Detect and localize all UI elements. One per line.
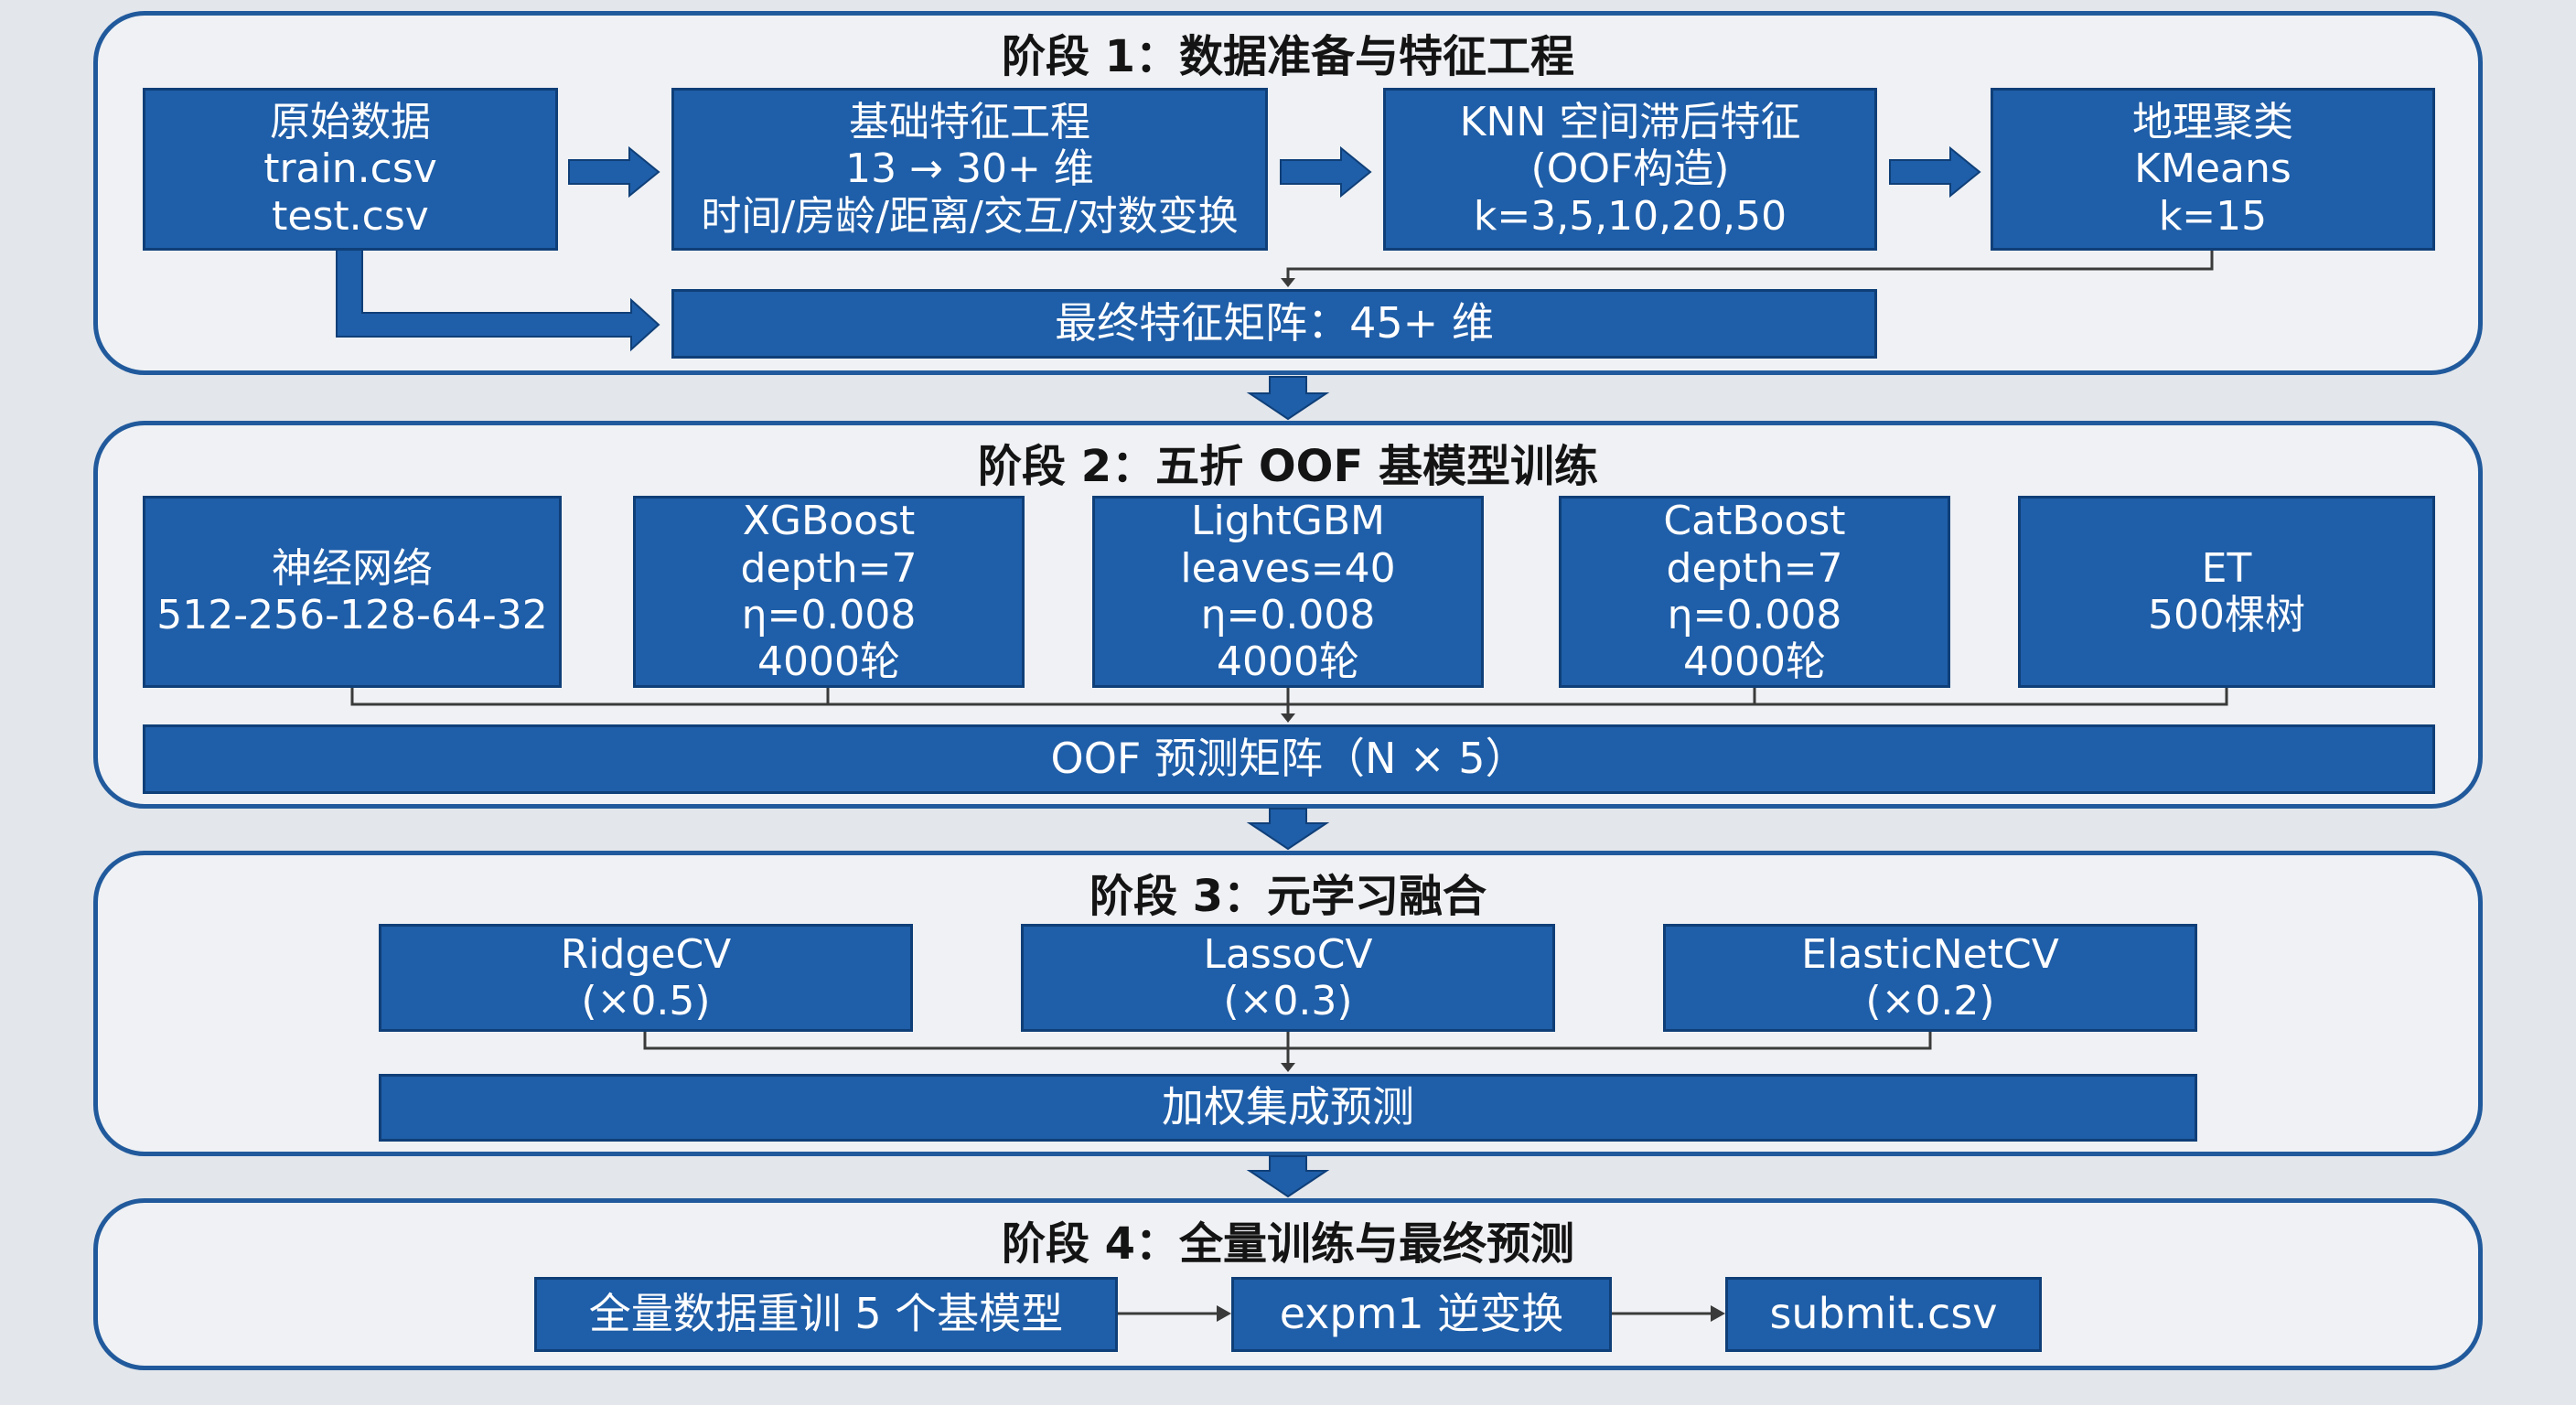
extra-trees-box: ET 500棵树: [2018, 496, 2435, 688]
knn-features-box: KNN 空间滞后特征 (OOF构造) k=3,5,10,20,50: [1383, 88, 1877, 251]
expm1-box: expm1 逆变换: [1231, 1277, 1612, 1352]
arrow-right-icon: [1889, 145, 1981, 198]
submit-csv-box: submit.csv: [1725, 1277, 2042, 1352]
stage2-title: 阶段 2：五折 OOF 基模型训练: [978, 441, 1598, 492]
arrow-bent-icon: [336, 248, 660, 352]
xgboost-box: XGBoost depth=7 η=0.008 4000轮: [633, 496, 1025, 688]
oof-matrix-bar: OOF 预测矩阵（N × 5）: [143, 724, 2435, 794]
arrow-right-icon: [1711, 1305, 1725, 1322]
arrow-down-icon: [1246, 1155, 1330, 1198]
stage4-title: 阶段 4：全量训练与最终预测: [1001, 1218, 1575, 1270]
stage1-title: 阶段 1：数据准备与特征工程: [1001, 31, 1575, 82]
catboost-box: CatBoost depth=7 η=0.008 4000轮: [1559, 496, 1950, 688]
basic-features-box: 基础特征工程 13 → 30+ 维 时间/房龄/距离/交互/对数变换: [671, 88, 1268, 251]
stage3-title: 阶段 3：元学习融合: [1089, 871, 1487, 922]
arrow-right-icon: [568, 145, 660, 198]
arrow-right-icon: [1280, 145, 1372, 198]
geo-cluster-box: 地理聚类 KMeans k=15: [1991, 88, 2435, 251]
elasticnetcv-box: ElasticNetCV (×0.2): [1663, 924, 2197, 1032]
arrow-right-icon: [1217, 1305, 1231, 1322]
arrow-down-icon: [1246, 808, 1330, 851]
lightgbm-box: LightGBM leaves=40 η=0.008 4000轮: [1092, 496, 1484, 688]
final-feature-matrix: 最终特征矩阵：45+ 维: [671, 289, 1877, 359]
arrow-down-icon: [1246, 376, 1330, 421]
retrain-box: 全量数据重训 5 个基模型: [534, 1277, 1118, 1352]
weighted-ensemble-bar: 加权集成预测: [379, 1074, 2197, 1142]
ridgecv-box: RidgeCV (×0.5): [379, 924, 913, 1032]
lassocv-box: LassoCV (×0.3): [1021, 924, 1555, 1032]
raw-data-box: 原始数据 train.csv test.csv: [143, 88, 558, 251]
neural-net-box: 神经网络 512-256-128-64-32: [143, 496, 562, 688]
